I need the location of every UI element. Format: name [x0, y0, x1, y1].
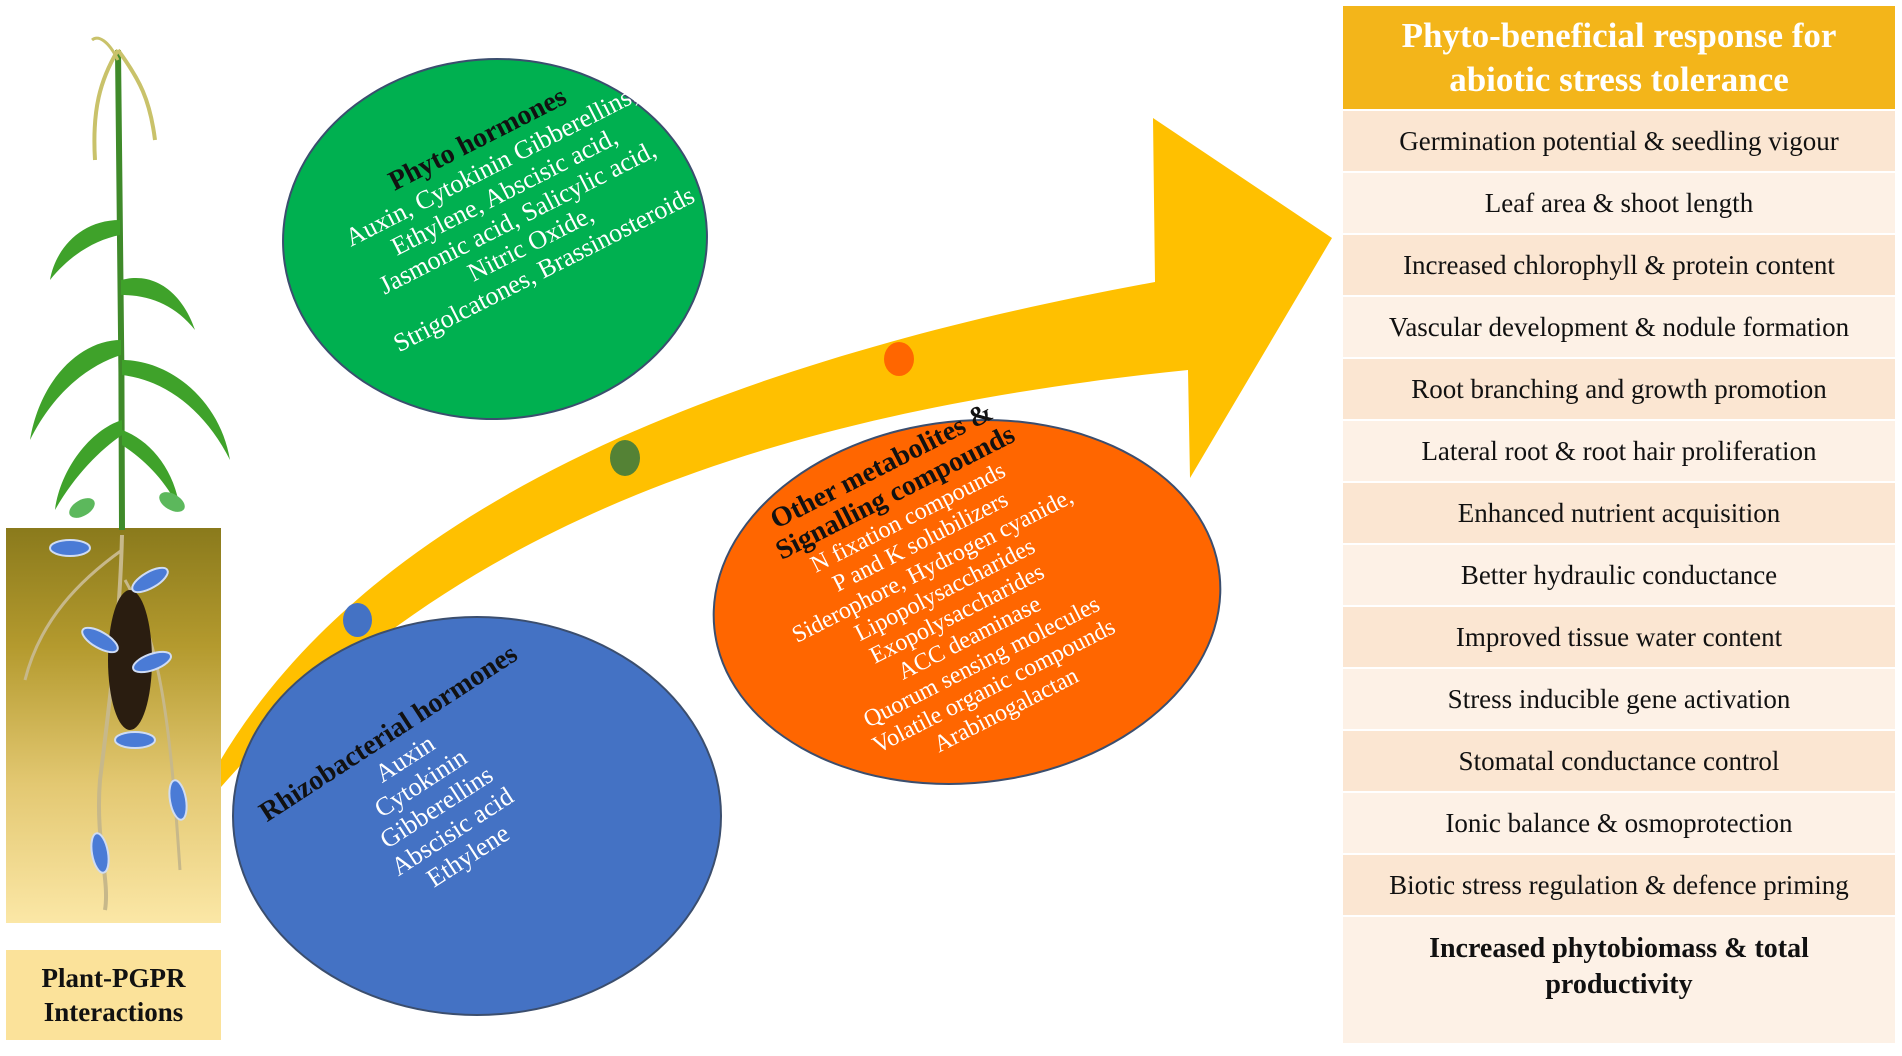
response-item: Better hydraulic conductance — [1343, 543, 1895, 605]
response-item: Stomatal conductance control — [1343, 729, 1895, 791]
dot-green — [610, 440, 640, 476]
response-item: Improved tissue water content — [1343, 605, 1895, 667]
response-item: Vascular development & nodule formation — [1343, 295, 1895, 357]
response-item: Lateral root & root hair proliferation — [1343, 419, 1895, 481]
response-item: Biotic stress regulation & defence primi… — [1343, 853, 1895, 915]
rhizobacterial-hormones-ellipse — [232, 616, 722, 1016]
response-panel-header: Phyto-beneficial response for abiotic st… — [1343, 6, 1895, 109]
plant-illustration — [23, 36, 230, 911]
response-item: Leaf area & shoot length — [1343, 171, 1895, 233]
response-item: Stress inducible gene activation — [1343, 667, 1895, 729]
response-item: Root branching and growth promotion — [1343, 357, 1895, 419]
response-item: Germination potential & seedling vigour — [1343, 109, 1895, 171]
response-final-item: Increased phytobiomass & total productiv… — [1343, 915, 1895, 1043]
soil-panel — [6, 528, 221, 923]
plant-pgpr-label: Plant-PGPR Interactions — [6, 950, 221, 1040]
response-item: Enhanced nutrient acquisition — [1343, 481, 1895, 543]
arrow-body — [185, 118, 1332, 830]
response-item: Ionic balance & osmoprotection — [1343, 791, 1895, 853]
response-item: Increased chlorophyll & protein content — [1343, 233, 1895, 295]
dot-orange — [884, 342, 914, 376]
dot-blue — [343, 603, 372, 637]
response-panel: Phyto-beneficial response for abiotic st… — [1343, 6, 1895, 1043]
